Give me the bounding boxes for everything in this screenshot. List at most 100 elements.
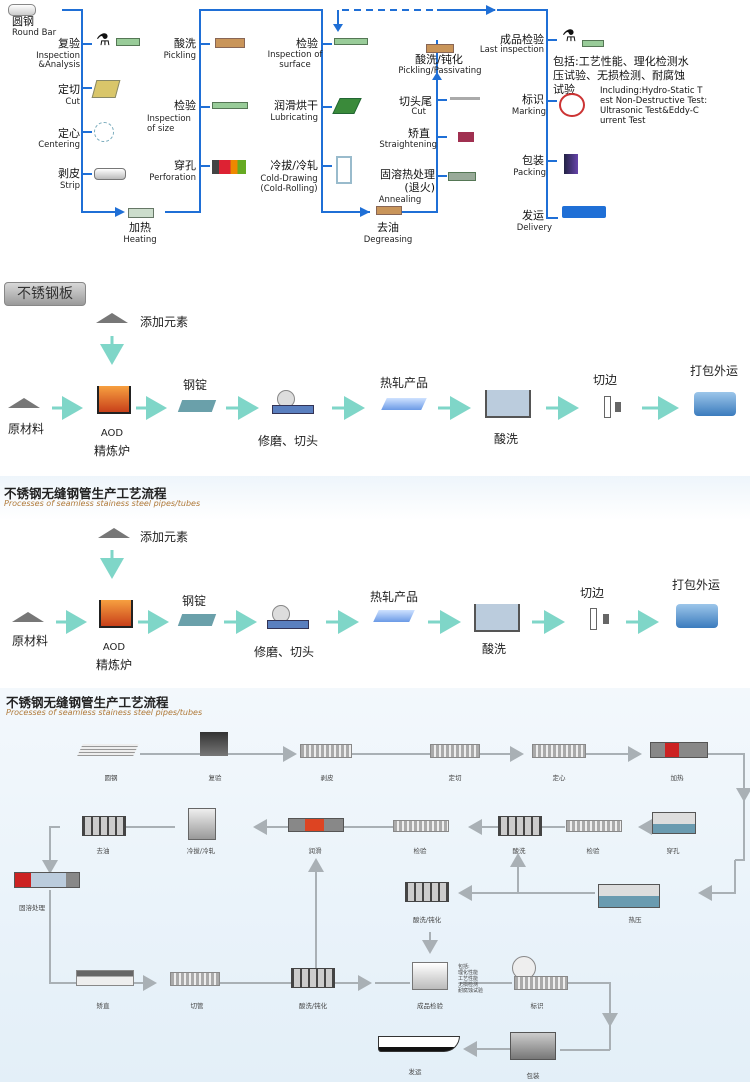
degreasing-icon: [376, 206, 402, 215]
inspection-size-icon: [212, 102, 248, 109]
section-subtitle: Processes of seamless stainess steel pip…: [6, 708, 203, 717]
step-label-en: Pickling: [163, 51, 196, 61]
pickling-tank-icon: [498, 816, 542, 836]
section-tag: 不锈钢板: [4, 282, 86, 306]
step-label-en: Marking: [511, 107, 546, 117]
flow-line-col5: [497, 9, 558, 219]
gauge-icon: [116, 38, 140, 46]
step-label: 固溶处理: [19, 904, 45, 912]
step-label-en: Centering: [38, 140, 80, 150]
step-label-cn: 剥皮: [58, 167, 80, 180]
pickling-tank-icon: [474, 604, 520, 632]
step-label-en: Inspection &Analysis: [36, 51, 80, 70]
shipping-truck-icon: [676, 604, 718, 628]
step-label-cn: 检验: [174, 99, 196, 112]
centering-machine-icon: [532, 744, 586, 758]
step-label-cn: 固溶热处理(退火): [380, 168, 435, 194]
step-label-en: Degreasing: [363, 235, 413, 245]
step-label: 包装: [526, 1072, 540, 1080]
step-label: 穿孔: [666, 847, 680, 855]
flow-lines: [62, 5, 558, 219]
step-label-en: Last inspection: [479, 45, 544, 55]
step-label: 精炼炉: [93, 444, 130, 458]
microscope-icon: [200, 732, 228, 756]
step-label: 成品检验: [417, 1002, 443, 1010]
inspection-machine-icon: [566, 820, 622, 832]
raw-material-icon: [12, 612, 44, 622]
round-bar-icon: [8, 4, 36, 16]
step-label: 热轧产品: [380, 376, 429, 390]
step-label-cn: 定切: [58, 83, 80, 96]
section-title: 不锈钢无缝钢管生产工艺流程: [4, 486, 167, 501]
step-label-en: Perforation: [149, 173, 196, 183]
step-label: 酸洗: [512, 847, 526, 855]
cut-machine-icon: [430, 744, 480, 758]
note-en-line: est Non-Destructive Test:: [600, 96, 708, 106]
packed-bundle-icon: [510, 1032, 556, 1060]
step-label: AOD: [100, 428, 124, 439]
step-label-en: Inspection of size: [147, 114, 191, 134]
step-label: 修磨、切头: [254, 645, 315, 659]
step-label-cn: 定心: [58, 127, 80, 140]
marking-icon: [559, 93, 585, 117]
step-label-en: Cut: [65, 97, 80, 107]
note-line: 无损检测: [458, 982, 479, 988]
step-label: 剥皮: [320, 774, 334, 782]
step-label: 切边: [580, 586, 605, 600]
gauge-icon: [582, 40, 604, 47]
lubricating-machine-icon: [288, 818, 344, 832]
step-label: 钢锭: [183, 378, 208, 392]
step-label-en: Inspection of surface: [267, 50, 323, 70]
step-label: 矫直: [96, 1002, 110, 1010]
perforation-machine-icon: [652, 812, 696, 834]
note-cn-line: 压试验、无损检测、耐腐蚀: [553, 69, 685, 82]
step-label-cn: 矫直: [408, 127, 430, 140]
step-label: 加热: [670, 774, 684, 782]
pickling-passivating-icon: [426, 44, 454, 53]
note-line: 包括:: [458, 964, 470, 970]
step-label-en: Delivery: [516, 223, 552, 233]
delivery-truck-icon: [562, 206, 606, 218]
degreasing-tank-icon: [82, 816, 126, 836]
step-label: 圆钢: [104, 774, 118, 782]
step-label-cn: 冷拔/冷轧: [270, 159, 318, 172]
step-label-en: Cold-Drawing (Cold-Rolling): [260, 174, 318, 194]
step-label: 酸洗/钝化: [412, 916, 442, 924]
strip-machine-icon: [300, 744, 352, 758]
grinding-base-icon: [267, 620, 309, 629]
pickling-tank-icon: [485, 390, 531, 418]
pickling-icon: [215, 38, 245, 48]
step-label-en: Lubricating: [270, 113, 318, 123]
strip-icon: [94, 168, 126, 180]
step-label: 润滑: [308, 847, 322, 855]
edge-scrap-icon: [615, 402, 621, 412]
aod-furnace-icon: [99, 600, 133, 628]
flow-line-col4: [400, 40, 438, 213]
heating-furnace-icon: [650, 742, 708, 758]
hot-extrusion-icon: [598, 884, 660, 908]
add-elements-label: 添加元素: [140, 530, 189, 544]
add-elements-label: 添加元素: [140, 315, 189, 329]
section-subtitle: Processes of seamless stainess steel pip…: [4, 499, 201, 508]
step-label: 热轧产品: [370, 590, 419, 604]
centering-icon: [94, 122, 114, 142]
pickling-passivating-tank-icon: [291, 968, 335, 988]
note-line: 工艺性能: [458, 976, 479, 982]
step-label-cn: 去油: [377, 221, 399, 234]
step-label-en: Annealing: [378, 195, 422, 205]
section-header-band: [0, 476, 750, 520]
flow-line-col1: [62, 9, 115, 213]
step-label: 钢锭: [182, 594, 207, 608]
step-label-cn: 复验: [58, 37, 80, 50]
step-label-cn: 成品检验: [500, 33, 544, 46]
cut-ends-icon: [450, 97, 480, 100]
annealing-icon: [448, 172, 476, 181]
step-label: 修磨、切头: [258, 434, 319, 448]
inspection-note: 包括: 理化性能 工艺性能 无损检测 耐腐蚀试验: [458, 964, 483, 994]
step-label-cn: 检验: [296, 37, 318, 50]
step-label-cn: 包装: [522, 154, 544, 167]
step-label: 切管: [190, 1002, 204, 1010]
edge-scrap-icon: [603, 614, 609, 624]
step-label: 热压: [628, 916, 642, 924]
